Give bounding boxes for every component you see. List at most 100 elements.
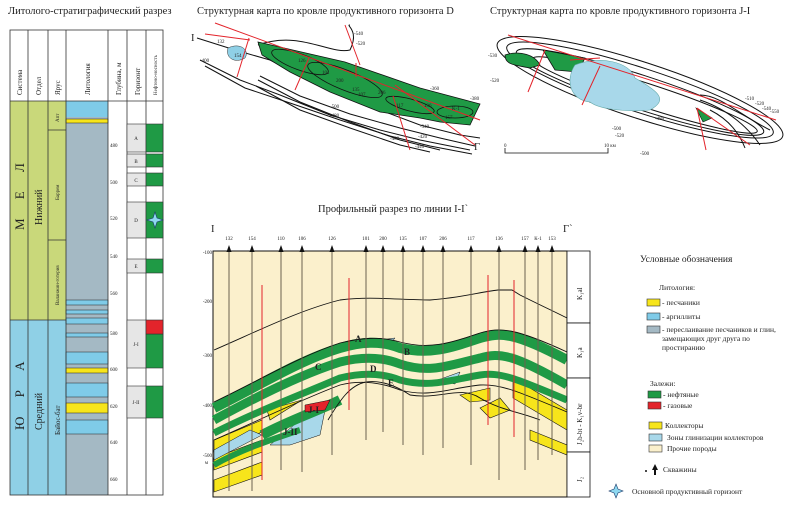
well-arrow-icon bbox=[549, 245, 555, 252]
profile-layer-labels: A B C D E J-I J-II bbox=[283, 334, 410, 437]
well-arrow-icon bbox=[249, 245, 255, 252]
well-label: 153 bbox=[548, 237, 556, 242]
contour-label: -420 bbox=[418, 135, 428, 140]
legend-claystone: - аргиллиты bbox=[662, 312, 700, 321]
depth-label: 660 bbox=[110, 478, 118, 483]
well-arrow-icon bbox=[226, 245, 232, 252]
header-lithology: Литология bbox=[84, 63, 92, 95]
well-arrow-icon bbox=[420, 245, 426, 252]
contour-label: -460 bbox=[390, 137, 400, 142]
column-headers: Система Отдел Ярус Литология Глубина, м … bbox=[16, 54, 159, 95]
layer-b-label: B bbox=[404, 347, 410, 357]
contour-label: -500 bbox=[640, 152, 650, 157]
stage-valanzhin: Валанжин-готерив bbox=[56, 265, 61, 305]
layer-d-label: D bbox=[370, 364, 377, 374]
series-middle: Средний bbox=[34, 392, 45, 430]
depth-label: 500 bbox=[110, 181, 118, 186]
horizon-a: A bbox=[134, 137, 138, 142]
depth-label: 580 bbox=[110, 332, 118, 337]
profile-end: Г` bbox=[563, 224, 573, 235]
well-label: 154 bbox=[234, 54, 242, 59]
contour-label: -550 bbox=[770, 110, 780, 115]
strat-k1a: K₁a bbox=[576, 347, 584, 358]
well-label: 117 bbox=[396, 104, 404, 109]
profile-section: Профильный разрез по линии I-I` I Г` bbox=[203, 204, 591, 498]
horizon-boxes bbox=[126, 123, 147, 419]
well-label: 136 bbox=[424, 104, 432, 109]
depth-unit: м bbox=[205, 461, 209, 466]
map-d-line-end: Г bbox=[474, 142, 480, 153]
column-title: Литолого-стратиграфический разрез bbox=[8, 6, 172, 17]
map-d-oil-pool bbox=[257, 41, 481, 126]
legend-gas: - газовые bbox=[663, 401, 693, 410]
legend-swatch-collectors bbox=[648, 421, 663, 430]
contour-label: -520 bbox=[490, 79, 500, 84]
horizon-d: D bbox=[134, 219, 138, 224]
depth-tick: -300 bbox=[203, 354, 213, 359]
depth-tick: -400 bbox=[203, 404, 213, 409]
well-label: 135 bbox=[352, 88, 360, 93]
stage-barrem: Баррем bbox=[56, 184, 61, 200]
well-label: 206 bbox=[439, 237, 447, 242]
legend-deposits-title: Залежи: bbox=[650, 379, 676, 388]
depth-label: 520 bbox=[110, 217, 118, 222]
layer-j2-label: J-II bbox=[283, 427, 298, 437]
legend-other-rocks: Прочие породы bbox=[667, 444, 717, 453]
contour-label: -540 bbox=[762, 107, 772, 112]
well-label: 154 bbox=[248, 237, 256, 242]
contour-label: -380 bbox=[470, 97, 480, 102]
gas-interval bbox=[145, 319, 164, 335]
litho-sandstone bbox=[65, 118, 109, 124]
well-label: 200 bbox=[379, 237, 387, 242]
well-label: 101 bbox=[322, 71, 330, 76]
well-label: 136 bbox=[495, 237, 503, 242]
legend-lithology-title: Литология: bbox=[659, 283, 695, 292]
system-jurassic: Ю Р А bbox=[12, 354, 27, 430]
scale-zero: 0 bbox=[504, 144, 507, 149]
well-arrow-icon bbox=[363, 245, 369, 252]
profile-faults bbox=[261, 275, 515, 480]
well-label: 157 bbox=[521, 237, 529, 242]
contour-label: -480 bbox=[655, 117, 665, 122]
well-label: 135 bbox=[399, 237, 407, 242]
well-label: 117 bbox=[467, 237, 475, 242]
profile-oil-layers bbox=[211, 329, 570, 468]
legend-swatch-interbedding bbox=[646, 325, 661, 334]
profile-boundaries bbox=[213, 289, 568, 441]
strat-j2: J₂ bbox=[576, 476, 584, 482]
contour-label: -510 bbox=[745, 97, 755, 102]
legend-title: Условные обозначения bbox=[640, 254, 733, 265]
legend-main-horizon: Основной продуктивный горизонт bbox=[632, 487, 743, 496]
cretaceous-fill bbox=[10, 101, 66, 320]
strat-j2-k1: J₂b-bt - K₁v-br bbox=[576, 403, 584, 445]
contour-label: -520 bbox=[356, 42, 366, 47]
contour-label: -520 bbox=[615, 134, 625, 139]
strat-column: Литолого-стратиграфический разрез С bbox=[8, 6, 172, 496]
depth-label: 560 bbox=[110, 292, 118, 297]
profile-start: I bbox=[211, 224, 215, 235]
depth-label: 480 bbox=[110, 144, 118, 149]
horizon-c: C bbox=[134, 179, 138, 184]
scale-bar: 0 10 км bbox=[504, 144, 617, 154]
series-lower: Нижний bbox=[34, 189, 45, 225]
well-arrow-icon bbox=[468, 245, 474, 252]
well-label: 200 bbox=[336, 79, 344, 84]
map-j-oil-pool-west bbox=[504, 52, 541, 69]
depth-tick: -200 bbox=[203, 300, 213, 305]
oil-intervals bbox=[145, 123, 164, 419]
legend-swatch-oil bbox=[647, 390, 662, 399]
well-label: 206 bbox=[378, 91, 386, 96]
map-horizon-j1: Структурная карта по кровле продуктивног… bbox=[488, 6, 784, 157]
legend-swatch-claystone bbox=[646, 312, 661, 321]
contour-label: -500 bbox=[612, 127, 622, 132]
contour-label: -360 bbox=[430, 87, 440, 92]
map-d-inner-contours bbox=[271, 48, 474, 119]
well-label: К-1 bbox=[534, 237, 542, 242]
contour-label: -440 bbox=[415, 145, 425, 150]
stage-bayos-bat: Байос-бат bbox=[54, 405, 62, 435]
depth-label: 600 bbox=[110, 368, 118, 373]
stage-apt: Апт bbox=[56, 113, 61, 122]
layer-c-label: C bbox=[315, 362, 322, 372]
legend-collectors: Коллекторы bbox=[665, 421, 703, 430]
legend-interbedding: - переслаивание песчаников и глин, замещ… bbox=[662, 325, 776, 352]
